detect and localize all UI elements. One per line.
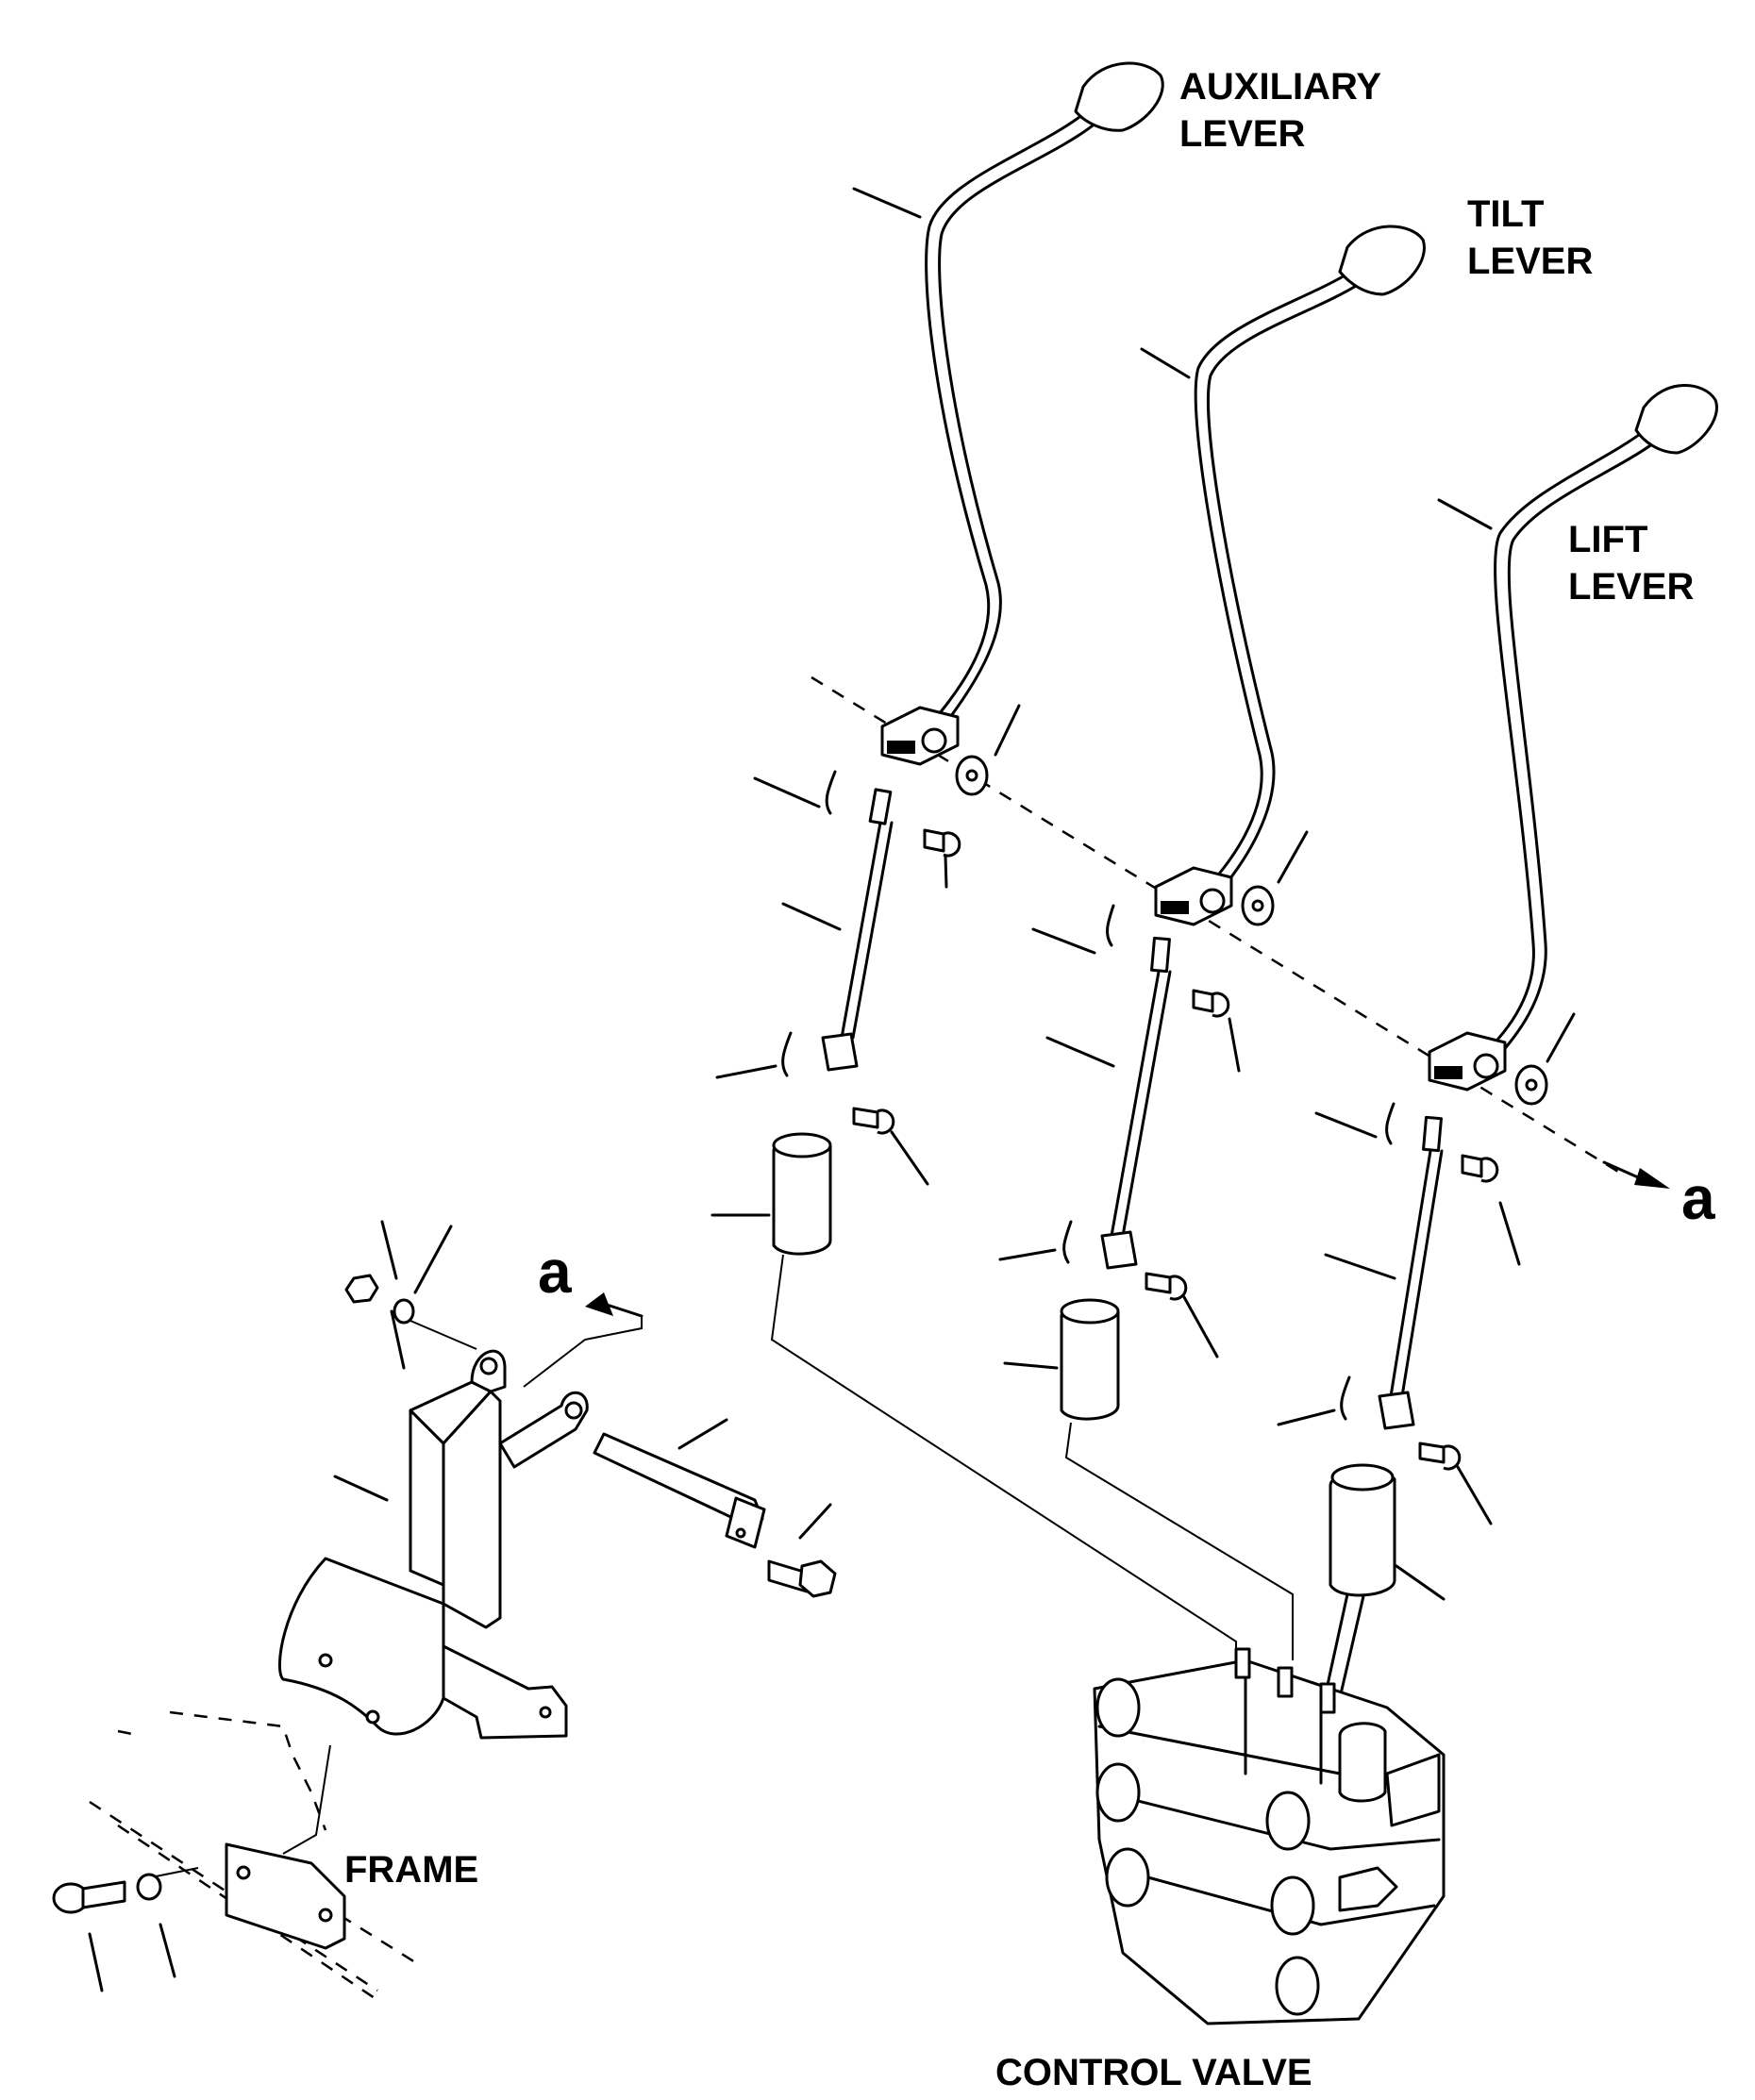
arrow-a-left <box>585 1292 613 1316</box>
aux-linkage <box>710 770 1237 1698</box>
label-frame: FRAME <box>344 1849 478 1891</box>
lift-lever <box>1428 384 1718 1092</box>
washer-tilt <box>1241 885 1275 926</box>
label-auxiliary-lever-line1: AUXILIARY <box>1179 66 1381 108</box>
lift-linkage <box>1277 1102 1521 1700</box>
label-tilt-lever-line1: TILT <box>1467 193 1544 235</box>
washer-aux <box>955 755 989 796</box>
washer-lift <box>1514 1064 1548 1106</box>
callout-aux-lever <box>852 187 922 219</box>
label-tilt-lever-line2: LEVER <box>1467 241 1593 282</box>
control-valve <box>1093 1647 1446 2025</box>
label-lift-lever-line2: LEVER <box>1568 566 1694 608</box>
arrow-a-left-shaft <box>602 1302 644 1318</box>
ref-letter-a-left: a <box>538 1238 572 1306</box>
frame <box>52 1710 416 2002</box>
label-lift-lever-line1: LIFT <box>1568 519 1647 560</box>
callout-lift-lever <box>1437 498 1493 530</box>
pivot-axis-line <box>811 675 1624 1176</box>
tilt-linkage <box>998 904 1294 1660</box>
ref-letter-a-right: a <box>1681 1164 1715 1232</box>
lever-bracket <box>277 1220 837 1740</box>
arrow-a-right-shaft <box>1602 1160 1648 1183</box>
callout-tilt-lever <box>1140 347 1191 379</box>
tilt-lever <box>1154 225 1426 926</box>
auxiliary-lever <box>880 61 1164 766</box>
label-auxiliary-lever-line2: LEVER <box>1179 113 1305 155</box>
label-control-valve: CONTROL VALVE <box>995 2052 1312 2093</box>
arrow-a-right <box>1634 1168 1670 1189</box>
